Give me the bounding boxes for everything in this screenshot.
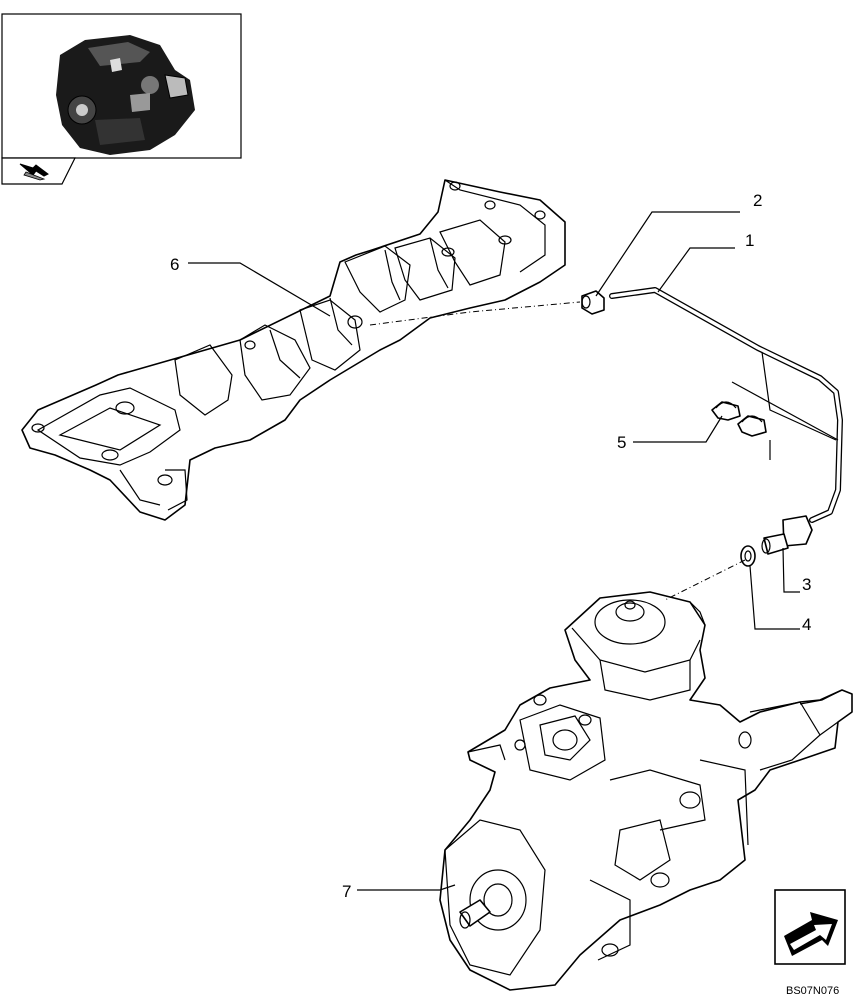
pipe-part-1	[609, 287, 843, 523]
callout-4: 4	[802, 615, 811, 634]
figure-code: BS07N076	[786, 985, 839, 997]
callout-7: 7	[342, 882, 351, 901]
manifold-part-6	[21, 179, 581, 521]
washer-part-4	[740, 545, 756, 567]
callout-3: 3	[802, 575, 811, 594]
callout-5: 5	[617, 433, 626, 452]
callout-2: 2	[753, 191, 762, 210]
injection-pump-part-7	[439, 559, 853, 991]
back-arrow-icon[interactable]	[19, 163, 49, 181]
callout-1: 1	[745, 231, 754, 250]
callout-labels: 2 1 3 4 5 6 7 BS07N076	[170, 191, 839, 997]
engine-thumbnail-icon	[56, 35, 195, 155]
clamp-part-5	[711, 401, 767, 437]
fitting-part-3	[761, 515, 813, 555]
callout-6: 6	[170, 255, 179, 274]
fitting-part-2	[581, 290, 605, 315]
group-bracket	[731, 351, 839, 460]
next-page-arrow-icon[interactable]	[774, 889, 846, 965]
engine-thumbnail[interactable]	[1, 13, 242, 185]
leader-lines	[188, 211, 800, 891]
